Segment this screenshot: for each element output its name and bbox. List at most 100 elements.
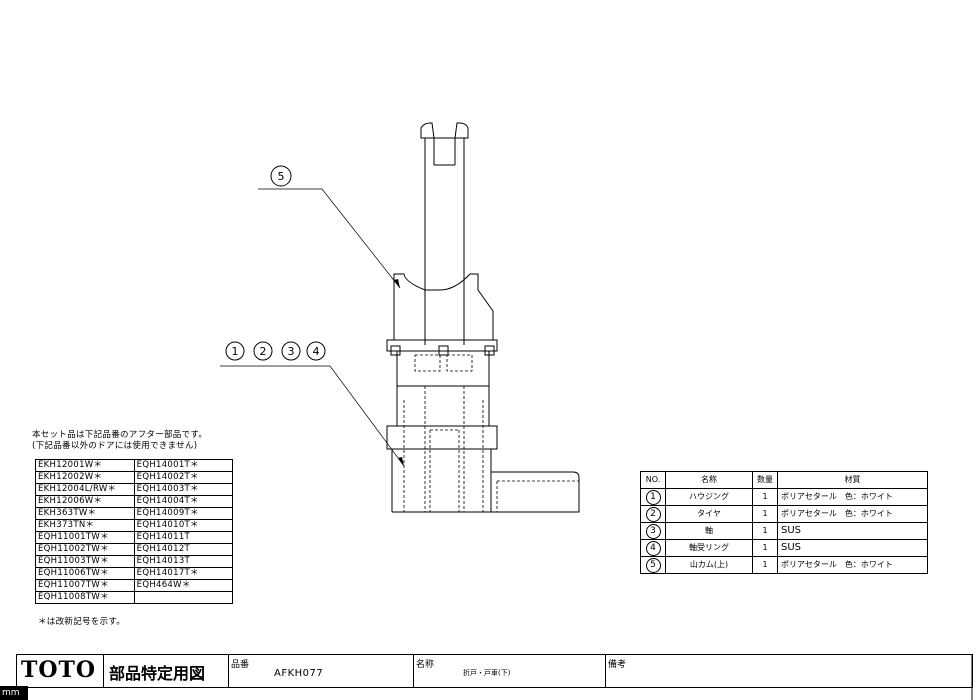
callout-circle-2 bbox=[253, 341, 273, 361]
parts-qty: 1 bbox=[752, 488, 778, 506]
compat-cell: EKH12001W＊ bbox=[35, 459, 135, 472]
compat-cell: EKH12002W＊ bbox=[35, 471, 135, 484]
compat-cell: EQH11006TW＊ bbox=[35, 567, 135, 580]
parts-name: ハウジング bbox=[665, 488, 753, 506]
parts-no-circle: 1 bbox=[645, 490, 661, 505]
remarks-label: 備考 bbox=[608, 660, 627, 670]
compat-row: EQH11003TW＊EQH14013T bbox=[35, 555, 234, 568]
callout-circle-3 bbox=[281, 341, 301, 361]
name-cell: 名称 折戸・戸車(下) bbox=[413, 655, 606, 687]
callout-label-2: 2 bbox=[260, 345, 267, 358]
parts-name: 山カム(上) bbox=[665, 556, 753, 574]
parts-no-circle: 2 bbox=[645, 507, 661, 522]
doc-type: 部品特定用図 bbox=[109, 664, 206, 683]
parts-material: ポリアセタール 色：ホワイト bbox=[777, 505, 928, 523]
compat-row: EQH11002TW＊EQH14012T bbox=[35, 543, 234, 556]
callout-circle-4 bbox=[306, 341, 326, 361]
parts-no: 3 bbox=[640, 522, 666, 540]
compat-row: EKH363TW＊EQH14009T＊ bbox=[35, 507, 234, 520]
parts-no: 4 bbox=[640, 539, 666, 557]
name-value: 折戸・戸車(下) bbox=[463, 669, 511, 677]
parts-material: ポリアセタール 色：ホワイト bbox=[777, 556, 928, 574]
parts-no-circle: 5 bbox=[645, 558, 661, 573]
compat-row: EKH12002W＊EQH14002T＊ bbox=[35, 471, 234, 484]
compat-cell: EKH373TN＊ bbox=[35, 519, 135, 532]
compat-cell: EQH14002T＊ bbox=[133, 471, 234, 484]
parts-material: SUS bbox=[777, 522, 928, 540]
compat-cell: EQH464W＊ bbox=[133, 579, 234, 592]
unit-label: mm bbox=[0, 686, 28, 700]
compat-cell: EQH11001TW＊ bbox=[35, 531, 135, 544]
compat-cell: EQH14011T bbox=[133, 531, 234, 544]
leader-5 bbox=[258, 188, 401, 289]
parts-qty: 1 bbox=[752, 505, 778, 523]
callout-label-5: 5 bbox=[278, 170, 285, 183]
callout-label-1: 1 bbox=[232, 345, 239, 358]
compat-cell: EQH14004T＊ bbox=[133, 495, 234, 508]
compat-row: EQH11006TW＊EQH14017T＊ bbox=[35, 567, 234, 580]
compat-note-line1: 本セット品は下記品番のアフター部品です。 bbox=[32, 430, 208, 440]
compat-row: EKH373TN＊EQH14010T＊ bbox=[35, 519, 234, 532]
compat-row: EKH12004L/RW＊EQH14003T＊ bbox=[35, 483, 234, 496]
doc-type-cell: 部品特定用図 bbox=[103, 655, 229, 687]
parts-header-material: 材質 bbox=[777, 471, 928, 489]
parts-header-qty: 数量 bbox=[752, 471, 778, 489]
collar bbox=[386, 425, 498, 450]
logo-cell: TOTO bbox=[17, 655, 104, 687]
compat-row: EQH11001TW＊EQH14011T bbox=[35, 531, 234, 544]
compat-row: EKH12001W＊EQH14001T＊ bbox=[35, 459, 234, 472]
parts-qty: 1 bbox=[752, 556, 778, 574]
compat-cell: EQH11007TW＊ bbox=[35, 579, 135, 592]
compat-cell: EQH14003T＊ bbox=[133, 483, 234, 496]
parts-no-circle: 4 bbox=[645, 541, 661, 556]
callout-label-3: 3 bbox=[288, 345, 295, 358]
name-label: 名称 bbox=[416, 660, 435, 670]
parts-material: SUS bbox=[777, 539, 928, 557]
shaft-top bbox=[420, 122, 435, 139]
parts-name: 軸 bbox=[665, 522, 753, 540]
parts-qty: 1 bbox=[752, 522, 778, 540]
compat-table: EKH12001W＊EQH14001T＊EKH12002W＊EQH14002T＊… bbox=[35, 459, 234, 604]
arm bbox=[491, 471, 580, 513]
parts-no: 1 bbox=[640, 488, 666, 506]
title-block: TOTO 部品特定用図 品番 AFKH077 名称 折戸・戸車(下) 備考 bbox=[16, 654, 973, 688]
remarks-cell: 備考 bbox=[605, 655, 972, 687]
compat-cell: EQH11002TW＊ bbox=[35, 543, 135, 556]
compat-cell: EQH14010T＊ bbox=[133, 519, 234, 532]
toto-logo: TOTO bbox=[21, 657, 97, 683]
parts-header-name: 名称 bbox=[665, 471, 753, 489]
compat-cell: EKH363TW＊ bbox=[35, 507, 135, 520]
compat-cell: EQH14017T＊ bbox=[133, 567, 234, 580]
parts-name: 軸受リング bbox=[665, 539, 753, 557]
compat-row: EKH12006W＊EQH14004T＊ bbox=[35, 495, 234, 508]
callout-label-4: 4 bbox=[313, 345, 320, 358]
compat-row: EQH11008TW＊ bbox=[35, 591, 234, 604]
callout-circle-1 bbox=[225, 341, 245, 361]
compat-cell: EQH14013T bbox=[133, 555, 234, 568]
leader-1-4 bbox=[220, 365, 405, 467]
part-no-value: AFKH077 bbox=[274, 668, 324, 679]
compat-cell: EQH14001T＊ bbox=[133, 459, 234, 472]
compat-cell: EQH11003TW＊ bbox=[35, 555, 135, 568]
parts-qty: 1 bbox=[752, 539, 778, 557]
compat-row: EQH11007TW＊EQH464W＊ bbox=[35, 579, 234, 592]
compat-cell: EKH12004L/RW＊ bbox=[35, 483, 135, 496]
callout-circle-5 bbox=[270, 165, 292, 187]
parts-material: ポリアセタール 色：ホワイト bbox=[777, 488, 928, 506]
flange bbox=[386, 339, 498, 352]
parts-no: 5 bbox=[640, 556, 666, 574]
compat-cell: EQH14009T＊ bbox=[133, 507, 234, 520]
compat-cell: EQH11008TW＊ bbox=[35, 591, 135, 604]
part-no-label: 品番 bbox=[231, 660, 250, 670]
compat-note-line2: (下記品番以外のドアには使用できません) bbox=[32, 441, 198, 451]
cam-top bbox=[393, 273, 494, 341]
parts-no: 2 bbox=[640, 505, 666, 523]
parts-name: タイヤ bbox=[665, 505, 753, 523]
compat-cell: EQH14012T bbox=[133, 543, 234, 556]
